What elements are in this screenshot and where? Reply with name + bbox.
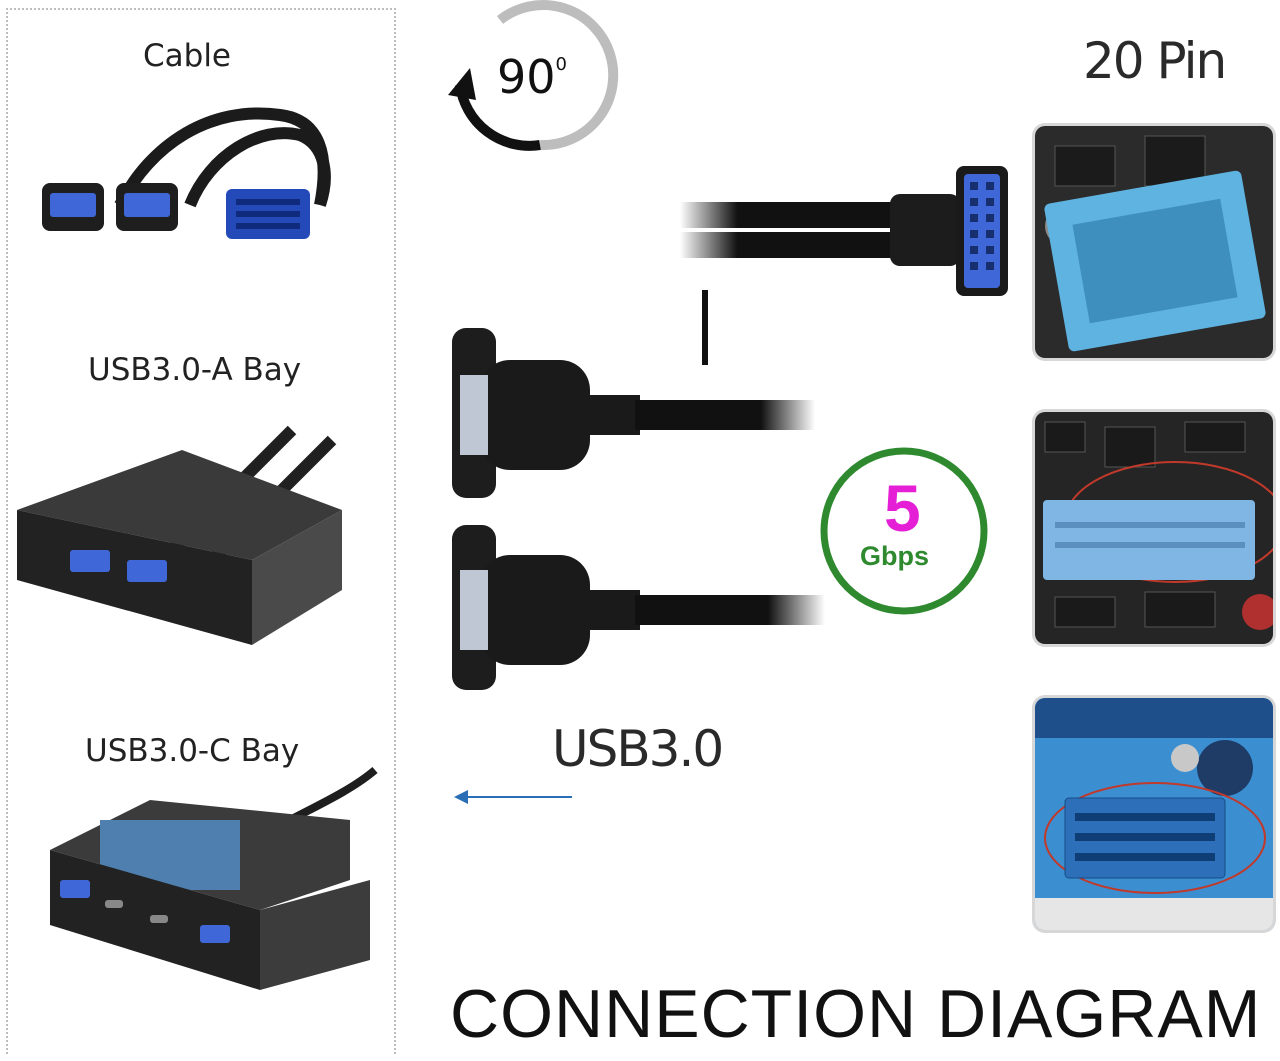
speed-unit: Gbps [860,541,930,571]
twenty-pin-label: 20 Pin [1083,32,1227,90]
usb-a-bay-image [17,425,342,645]
left-panel-border [6,8,396,1054]
speed-badge-ring [820,447,988,615]
left-arrow-icon [454,790,572,804]
usb-c-bay-image [50,766,378,990]
usb-panel-connectors [452,328,825,690]
header-cable [680,166,1008,365]
motherboard-photo-2 [1035,412,1273,644]
diagram-title: CONNECTION DIAGRAM [450,976,1262,1052]
rotation-label: 900 [497,50,567,104]
cable-product-image [42,107,331,239]
speed-value: 5 [884,471,921,545]
motherboard-photo-1 [1035,126,1273,358]
cable-label: Cable [143,38,232,74]
usb-label: USB3.0 [552,720,724,778]
rotate-arrow-icon [448,0,619,151]
usb-c-bay-label: USB3.0-C Bay [85,733,300,769]
motherboard-photo-3 [1035,698,1273,930]
usb-a-bay-label: USB3.0-A Bay [88,352,302,388]
